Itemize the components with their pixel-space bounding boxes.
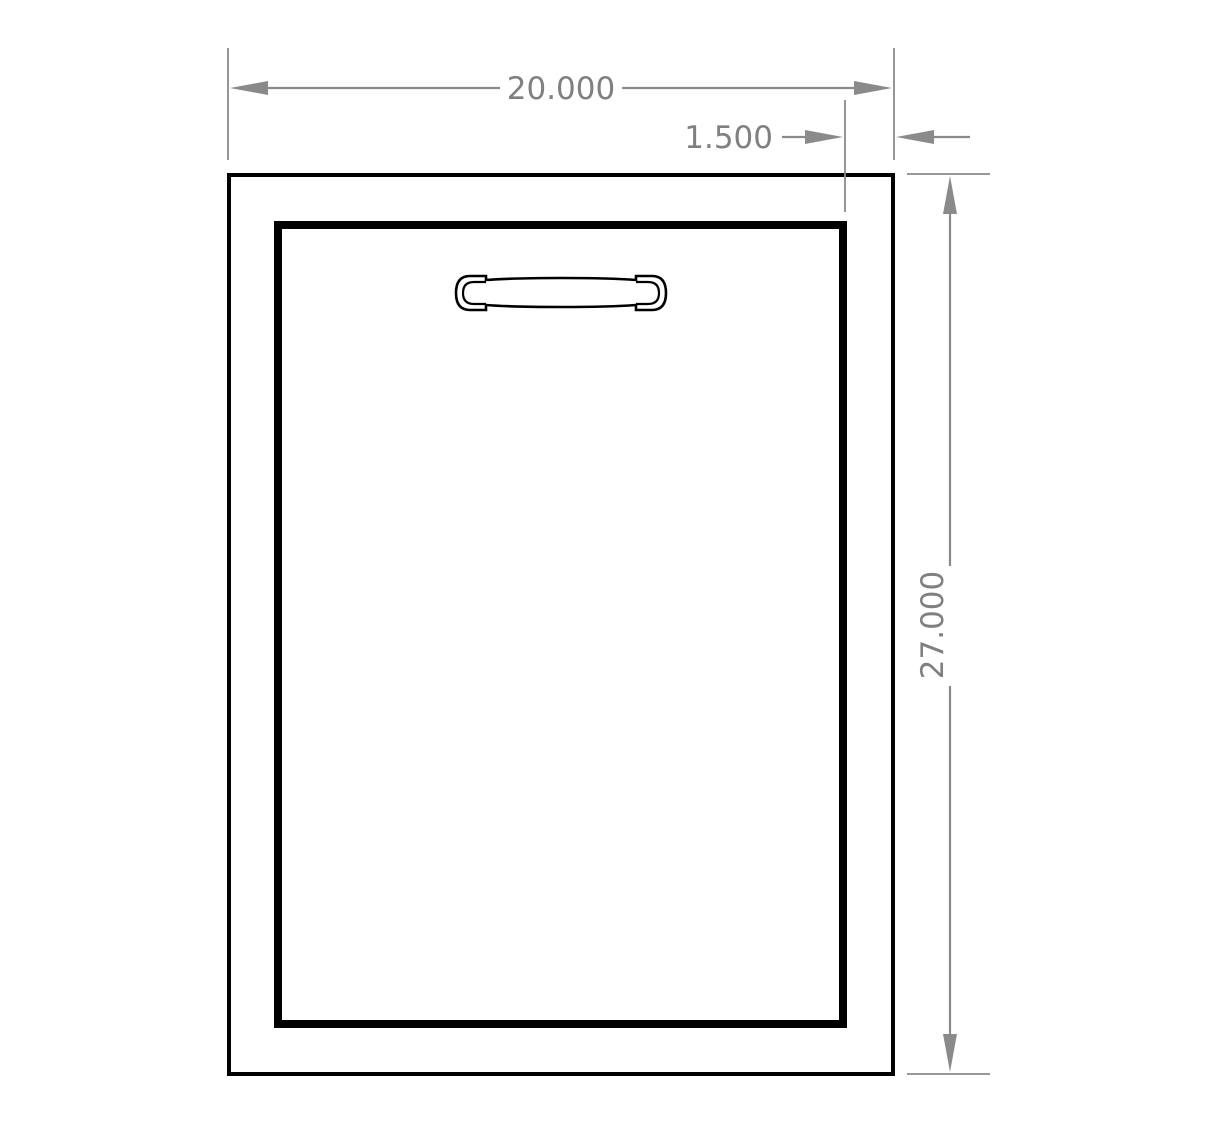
width-label: 20.000 (507, 71, 615, 107)
width-arrow-right (854, 81, 892, 95)
height-label: 27.000 (915, 571, 951, 679)
frame-arrow-left (805, 130, 843, 144)
outer-frame (227, 173, 895, 1076)
height-arrow-bottom (943, 1034, 957, 1072)
door-panel (274, 221, 847, 1028)
width-arrow-left (230, 81, 268, 95)
frame-label: 1.500 (684, 120, 773, 156)
frame-dimension: 1.500 (684, 100, 970, 212)
height-dimension: 27.000 (907, 173, 990, 1075)
height-arrow-top (943, 176, 957, 214)
width-dimension: 20.000 (227, 48, 895, 160)
frame-arrow-right (896, 130, 934, 144)
door-handle (454, 274, 668, 312)
